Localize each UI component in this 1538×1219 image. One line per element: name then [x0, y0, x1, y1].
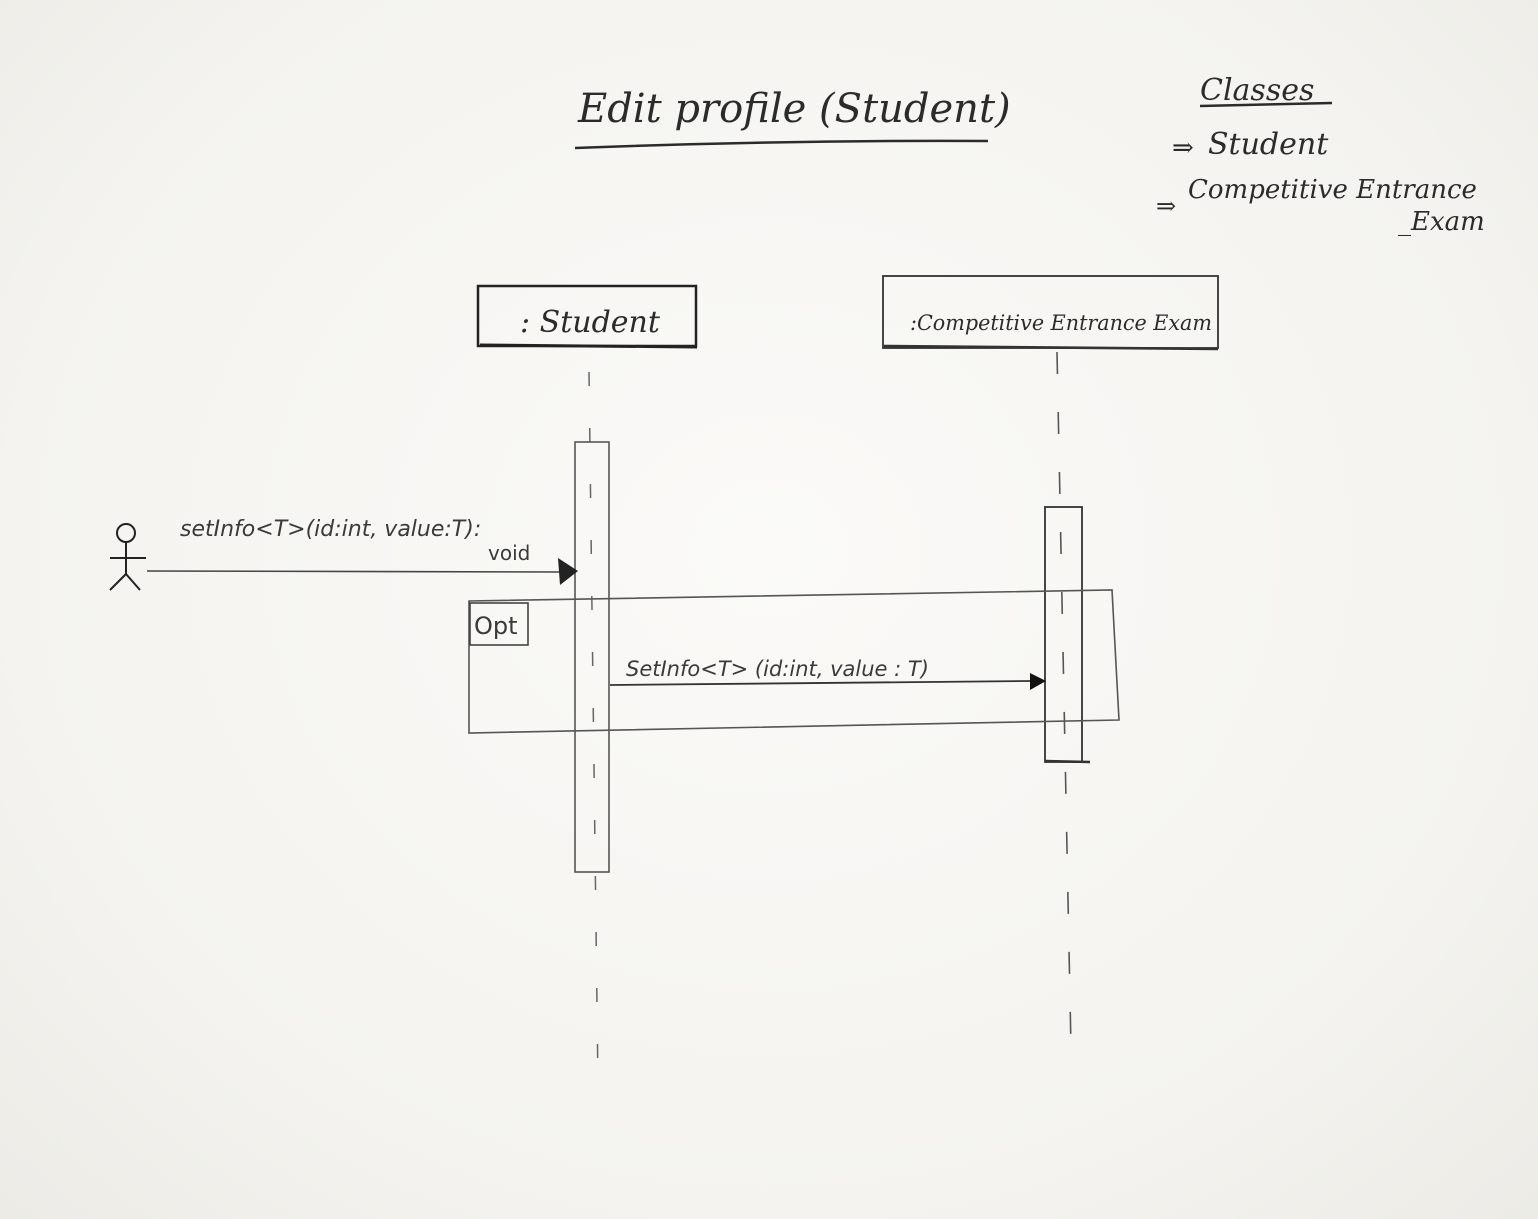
classes-item-exam: _Exam	[1398, 207, 1485, 237]
classes-heading: Classes	[1200, 73, 1314, 108]
classes-heading-underline	[1199, 101, 1333, 108]
opt-operator-label: Opt	[474, 612, 518, 640]
opt-operator-box	[469, 602, 529, 646]
title-underline	[574, 139, 989, 150]
message-arrow-1	[146, 570, 561, 573]
message-label-1: setInfo<T>(id:int, value:T):	[180, 517, 481, 542]
activation-bar-exam	[1044, 506, 1083, 763]
lifeline-line-student	[588, 371, 599, 1086]
message-label-1-return: void	[488, 541, 530, 565]
classes-item-arrow: ⇒	[1172, 133, 1194, 163]
message-arrowhead-2	[1030, 673, 1046, 690]
actor-icon	[109, 523, 146, 591]
opt-fragment-frame	[468, 589, 1120, 734]
diagram-title: Edit profile (Student)	[577, 86, 1011, 132]
lifeline-label-exam: :Competitive Entrance Exam	[910, 311, 1212, 335]
lifeline-line-exam	[1056, 351, 1072, 1049]
message-arrow-2	[609, 680, 1031, 686]
message-label-2: SetInfo<T> (id:int, value : T)	[626, 657, 929, 681]
classes-item-competitive: Competitive Entrance	[1188, 175, 1477, 205]
classes-item-student: Student	[1208, 127, 1329, 162]
classes-item-arrow: ⇒	[1156, 192, 1176, 220]
message-arrowhead-1	[558, 558, 578, 585]
lifeline-label-student: : Student	[520, 305, 661, 340]
activation-bar-student	[574, 441, 610, 873]
